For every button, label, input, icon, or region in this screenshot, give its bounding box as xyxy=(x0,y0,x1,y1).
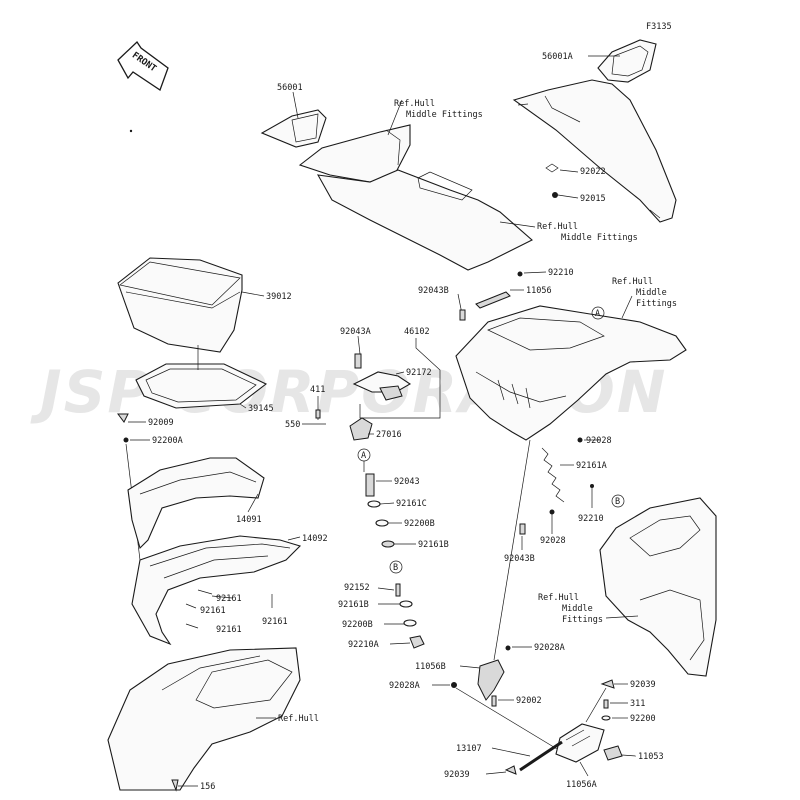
label-92161b-1: 92161B xyxy=(418,540,449,550)
part-92161a-spring[interactable] xyxy=(541,447,565,503)
label-92161a: 92161A xyxy=(576,461,607,471)
label-92210-2: 92210 xyxy=(578,514,604,524)
part-11056a-hinge[interactable] xyxy=(555,723,605,763)
label-92200b-1: 92200B xyxy=(404,519,435,529)
label-550: 550 xyxy=(285,420,300,430)
part-11056b-bracket[interactable] xyxy=(477,659,505,701)
label-411: 411 xyxy=(310,385,325,395)
label-92043b-2: 92043B xyxy=(504,554,535,564)
ref-hull: Ref.Hull xyxy=(278,714,319,724)
label-92022: 92022 xyxy=(580,167,606,177)
label-92161b-2: 92161B xyxy=(338,600,369,610)
part-56001-mirror[interactable] xyxy=(260,109,327,148)
label-56001: 56001 xyxy=(277,83,303,93)
label-92015: 92015 xyxy=(580,194,606,204)
label-11053: 11053 xyxy=(638,752,664,762)
label-92002: 92002 xyxy=(516,696,542,706)
label-27016: 27016 xyxy=(376,430,402,440)
label-56001a: 56001A xyxy=(542,52,573,62)
label-92043: 92043 xyxy=(394,477,420,487)
label-92039-1: 92039 xyxy=(630,680,656,690)
label-14091: 14091 xyxy=(236,515,262,525)
label-92172: 92172 xyxy=(406,368,432,378)
diagram-code: F3135 xyxy=(646,22,672,32)
part-39145-seal[interactable] xyxy=(135,363,268,409)
label-92039-2: 92039 xyxy=(444,770,470,780)
part-14092-cover[interactable] xyxy=(131,535,302,646)
part-storage-bin[interactable] xyxy=(455,305,687,441)
part-92172-latch[interactable] xyxy=(352,371,412,401)
label-92161-b: 92161 xyxy=(200,606,226,616)
callout-a-right: A xyxy=(595,309,600,319)
label-92028-1: 92028 xyxy=(586,436,612,446)
part-side-cover-right[interactable] xyxy=(512,79,677,223)
label-92161-c: 92161 xyxy=(216,625,242,635)
label-92009: 92009 xyxy=(148,418,174,428)
label-92200: 92200 xyxy=(630,714,656,724)
label-39145: 39145 xyxy=(248,404,274,414)
label-46102: 46102 xyxy=(404,327,430,337)
label-92043b-1: 92043B xyxy=(418,286,449,296)
part-92043-pin[interactable] xyxy=(365,473,375,497)
label-92161-a: 92161 xyxy=(216,594,242,604)
part-39012-glove-box[interactable] xyxy=(117,257,243,353)
label-92161c: 92161C xyxy=(396,499,427,509)
label-92028a-1: 92028A xyxy=(534,643,565,653)
front-arrow-icon: FRONT xyxy=(117,40,169,91)
label-13107: 13107 xyxy=(456,744,482,754)
label-14092: 14092 xyxy=(302,534,328,544)
label-92210a: 92210A xyxy=(348,640,379,650)
label-11056b: 11056B xyxy=(415,662,446,672)
callout-b-right: B xyxy=(615,497,620,507)
part-13107-rod[interactable] xyxy=(519,740,563,772)
label-92210-1: 92210 xyxy=(548,268,574,278)
label-39012: 39012 xyxy=(266,292,292,302)
label-92200a: 92200A xyxy=(152,436,183,446)
label-92028-2: 92028 xyxy=(540,536,566,546)
label-311: 311 xyxy=(630,699,645,709)
part-27016-lock[interactable] xyxy=(349,417,373,441)
part-56001a-mirror[interactable] xyxy=(597,39,657,83)
part-side-cover-upper[interactable] xyxy=(298,124,533,271)
label-92028a-2: 92028A xyxy=(389,681,420,691)
label-92152: 92152 xyxy=(344,583,370,593)
label-92200b-2: 92200B xyxy=(342,620,373,630)
callout-b-center: B xyxy=(393,563,398,573)
label-156: 156 xyxy=(200,782,215,792)
callout-a-center: A xyxy=(361,451,366,461)
label-11056a: 11056A xyxy=(566,780,597,790)
label-11056: 11056 xyxy=(526,286,552,296)
label-92161-d: 92161 xyxy=(262,617,288,627)
label-92043a: 92043A xyxy=(340,327,371,337)
part-14091-bracket[interactable] xyxy=(127,457,265,550)
part-hull-frame-b[interactable] xyxy=(599,497,717,677)
ref-hull-shape xyxy=(107,647,301,791)
